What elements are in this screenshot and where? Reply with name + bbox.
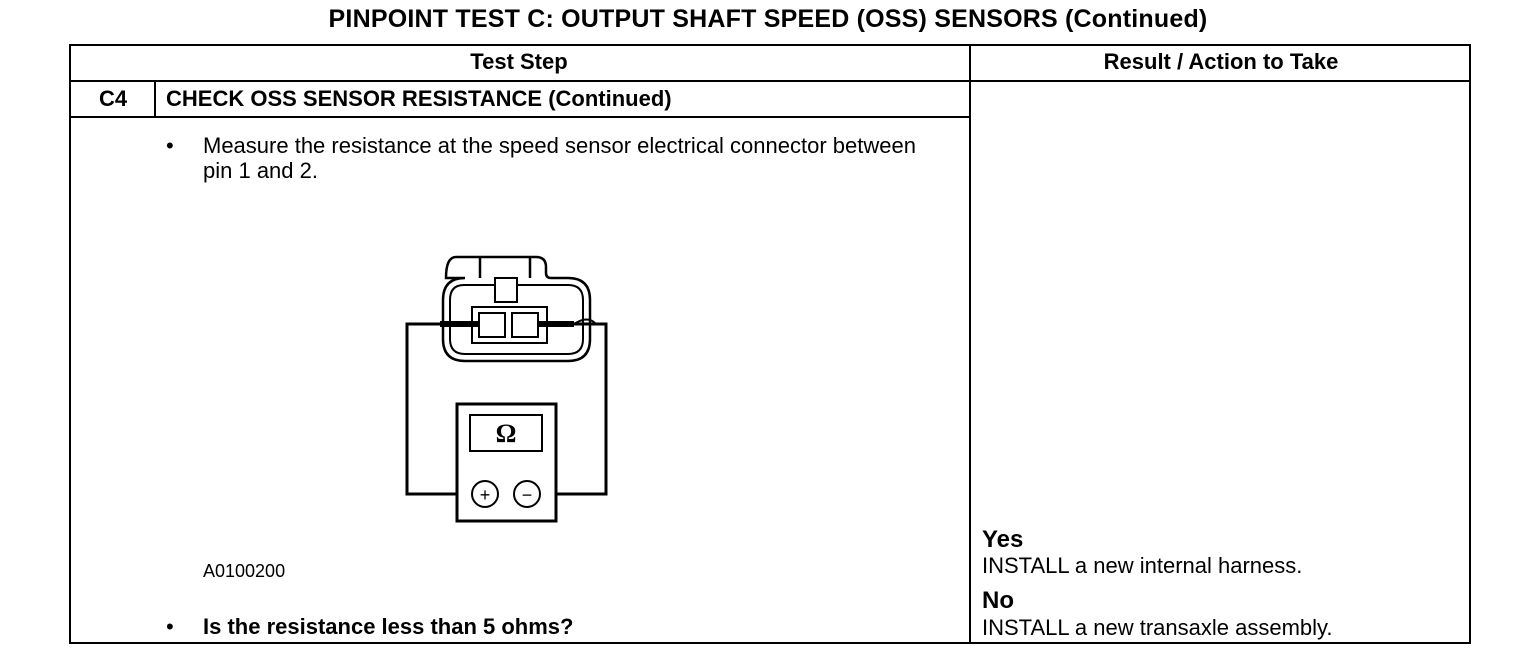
instruction-bullet: • [166, 133, 174, 158]
positive-terminal [471, 480, 499, 508]
header-divider [69, 80, 1471, 82]
lead-left [405, 322, 472, 496]
connector-latch [494, 277, 518, 303]
header-result-action: Result / Action to Take [1103, 49, 1339, 74]
connector-outer-shell [441, 255, 592, 363]
step-title: CHECK OSS SENSOR RESISTANCE (Continued) [166, 86, 672, 111]
connector-lock-tab [478, 257, 532, 278]
lead-right [540, 322, 608, 496]
lead-right-hook [573, 318, 597, 325]
probe-right [538, 321, 574, 327]
negative-terminal [513, 480, 541, 508]
question-bullet: • [166, 614, 174, 639]
page-title: PINPOINT TEST C: OUTPUT SHAFT SPEED (OSS… [328, 5, 1208, 33]
test-question: Is the resistance less than 5 ohms? [203, 614, 574, 639]
step-title-divider [69, 116, 971, 118]
positive-terminal-symbol: + [480, 485, 491, 505]
column-divider [969, 44, 971, 644]
step-id-divider [154, 80, 156, 117]
result-no-action: INSTALL a new transaxle assembly. [982, 615, 1333, 640]
ohmmeter-display [469, 414, 543, 452]
probe-left [440, 321, 480, 327]
figure-code: A0100200 [203, 561, 286, 581]
pinpoint-test-table [69, 44, 1471, 644]
result-no-label: No [982, 587, 1014, 614]
negative-terminal-symbol: − [522, 485, 533, 505]
result-yes-action: INSTALL a new internal harness. [982, 553, 1303, 578]
ohm-symbol: Ω [496, 419, 517, 448]
connector-inner-shell [449, 284, 584, 355]
step-id: C4 [98, 86, 128, 111]
connector-ohmmeter-diagram: Ω + − [405, 255, 608, 523]
result-yes-label: Yes [982, 526, 1024, 553]
pin-2 [511, 312, 539, 338]
pin-1 [478, 312, 506, 338]
instruction-text: Measure the resistance at the speed sens… [203, 133, 916, 183]
header-test-step: Test Step [470, 49, 568, 74]
